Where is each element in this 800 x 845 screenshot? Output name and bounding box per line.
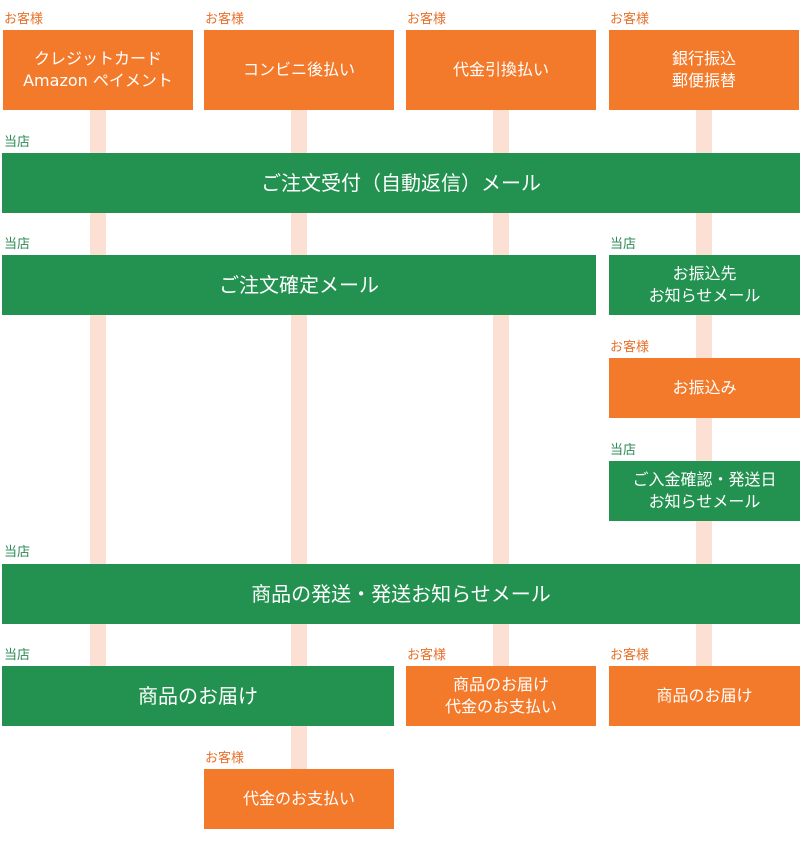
payment-convenience-label: コンビニ後払い xyxy=(242,60,355,79)
shipping-mail-box: 商品の発送・発送お知らせメール xyxy=(2,564,800,624)
role-label-customer: お客様 xyxy=(610,340,650,355)
role-label-shop: 当店 xyxy=(4,135,31,150)
payment-card-box: クレジットカード Amazon ペイメント xyxy=(3,30,193,110)
role-label-shop: 当店 xyxy=(610,443,637,458)
delivery-cod-line1: 商品のお届け xyxy=(452,675,549,694)
final-payment-label: 代金のお支払い xyxy=(242,789,355,808)
payment-bank-line1: 銀行振込 xyxy=(671,49,736,68)
delivery-cod-box: 商品のお届け 代金のお支払い xyxy=(406,666,596,726)
order-confirm-mail-label: ご注文確定メール xyxy=(219,273,379,297)
lane-card xyxy=(90,110,106,667)
transfer-info-mail-box: お振込先 お知らせメール xyxy=(609,255,800,315)
delivery-shop-label: 商品のお届け xyxy=(138,684,258,708)
delivery-shop-box: 商品のお届け xyxy=(2,666,394,726)
delivery-cod-line2: 代金のお支払い xyxy=(444,697,557,716)
order-received-mail-box: ご注文受付（自動返信）メール xyxy=(2,153,800,213)
delivery-bank-box: 商品のお届け xyxy=(609,666,800,726)
role-label-shop: 当店 xyxy=(4,648,31,663)
payment-bank-line2: 郵便振替 xyxy=(671,71,736,90)
payment-card-line1: クレジットカード xyxy=(33,49,162,68)
payment-confirm-mail-box: ご入金確認・発送日 お知らせメール xyxy=(609,461,800,521)
role-label-customer: お客様 xyxy=(610,648,650,663)
payment-convenience-box: コンビニ後払い xyxy=(204,30,394,110)
payment-cod-label: 代金引換払い xyxy=(452,60,549,79)
transfer-label: お振込み xyxy=(672,378,737,397)
shipping-mail-label: 商品の発送・発送お知らせメール xyxy=(251,582,551,606)
role-label-customer: お客様 xyxy=(407,648,447,663)
role-label-customer: お客様 xyxy=(407,12,447,27)
order-confirm-mail-box: ご注文確定メール xyxy=(2,255,596,315)
order-received-mail-label: ご注文受付（自動返信）メール xyxy=(261,171,541,195)
lane-cod xyxy=(493,110,509,667)
role-label-shop: 当店 xyxy=(4,237,31,252)
role-label-customer: お客様 xyxy=(4,12,44,27)
role-label-shop: 当店 xyxy=(610,237,637,252)
transfer-info-mail-line1: お振込先 xyxy=(672,264,737,283)
payment-card-line2: Amazon ペイメント xyxy=(23,71,173,90)
payment-confirm-mail-line2: お知らせメール xyxy=(648,492,761,511)
payment-confirm-mail-line1: ご入金確認・発送日 xyxy=(632,470,777,489)
transfer-info-mail-line2: お知らせメール xyxy=(648,286,761,305)
delivery-bank-label: 商品のお届け xyxy=(656,686,753,705)
role-label-shop: 当店 xyxy=(4,545,31,560)
role-label-customer: お客様 xyxy=(205,12,245,27)
role-label-customer: お客様 xyxy=(205,751,245,766)
transfer-box: お振込み xyxy=(609,358,800,418)
final-payment-box: 代金のお支払い xyxy=(204,769,394,829)
role-label-customer: お客様 xyxy=(610,12,650,27)
payment-bank-box: 銀行振込 郵便振替 xyxy=(609,30,799,110)
payment-cod-box: 代金引換払い xyxy=(406,30,596,110)
